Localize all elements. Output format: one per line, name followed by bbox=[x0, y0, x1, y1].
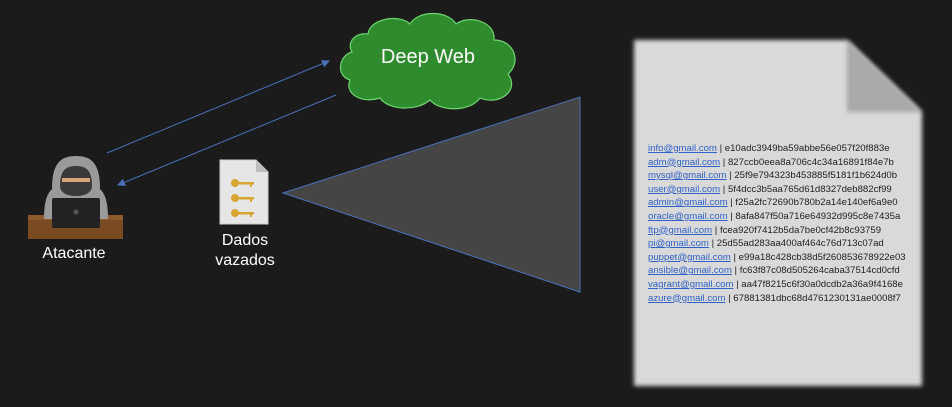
leaked-credentials-list: info@gmail.com | e10adc3949ba59abbe56e05… bbox=[648, 142, 906, 305]
credential-row: info@gmail.com | e10adc3949ba59abbe56e05… bbox=[648, 142, 906, 156]
credential-email-link[interactable]: user@gmail.com bbox=[648, 183, 721, 195]
credential-row: adm@gmail.com | 827ccb0eea8a706c4c34a168… bbox=[648, 156, 906, 170]
credential-row: ansible@gmail.com | fc63f87c08d505264cab… bbox=[648, 264, 906, 278]
credential-email-link[interactable]: mysql@gmail.com bbox=[648, 170, 727, 182]
leaked-data-page bbox=[634, 40, 922, 386]
credential-email-link[interactable]: admin@gmail.com bbox=[648, 197, 728, 209]
credential-hash: e99a18c428cb38d5f260853678922e03 bbox=[738, 251, 906, 263]
credential-email-link[interactable]: azure@gmail.com bbox=[648, 292, 726, 304]
credential-email-link[interactable]: info@gmail.com bbox=[648, 143, 717, 154]
credential-hash: 25d55ad283aa400af464c76d713c07ad bbox=[716, 238, 884, 250]
separator: | bbox=[708, 238, 717, 250]
separator: | bbox=[720, 156, 728, 168]
credential-hash: fc63f87c08d505264caba37514cd0cfd bbox=[739, 265, 900, 277]
credential-row: mysql@gmail.com | 25f9e794323b453885f518… bbox=[648, 169, 906, 183]
credential-hash: 25f9e794323b453885f5181f1b624d0b bbox=[734, 170, 898, 182]
credential-hash: 8afa847f50a716e64932d995c8e7435a bbox=[735, 210, 901, 222]
credential-row: pi@gmail.com | 25d55ad283aa400af464c76d7… bbox=[648, 237, 906, 251]
separator: | bbox=[725, 292, 734, 304]
separator: | bbox=[731, 265, 740, 277]
credential-hash: f25a2fc72690b780b2a14e140ef6a9e0 bbox=[735, 197, 898, 209]
credential-hash: fcea920f7412b5da7be0cf42b8c93759 bbox=[719, 224, 882, 236]
deep-web-cloud bbox=[339, 12, 516, 110]
credential-row: azure@gmail.com | 67881381dbc68d47612301… bbox=[648, 292, 906, 306]
leak-cone bbox=[281, 96, 581, 293]
credential-email-link[interactable]: puppet@gmail.com bbox=[648, 251, 731, 263]
credential-email-link[interactable]: adm@gmail.com bbox=[648, 156, 721, 168]
credential-email-link[interactable]: vagrant@gmail.com bbox=[648, 278, 734, 290]
credential-email-link[interactable]: oracle@gmail.com bbox=[648, 210, 728, 222]
attacker-label: Atacante bbox=[42, 245, 106, 262]
separator: | bbox=[727, 210, 736, 222]
credential-email-link[interactable]: pi@gmail.com bbox=[648, 238, 709, 250]
separator: | bbox=[726, 170, 735, 182]
deep-web-label: Deep Web bbox=[380, 46, 476, 68]
leaked-data-label: Dados vazados bbox=[215, 232, 275, 269]
separator: | bbox=[720, 183, 728, 195]
credential-email-link[interactable]: ansible@gmail.com bbox=[648, 265, 732, 277]
credential-row: puppet@gmail.com | e99a18c428cb38d5f2608… bbox=[648, 251, 906, 265]
separator: | bbox=[730, 251, 739, 263]
separator: | bbox=[727, 197, 736, 209]
credential-email-link[interactable]: ftp@gmail.com bbox=[648, 224, 713, 236]
credential-hash: 5f4dcc3b5aa765d61d8327deb882cf99 bbox=[727, 183, 892, 195]
credential-row: vagrant@gmail.com | aa47f8215c6f30a0dcdb… bbox=[648, 278, 906, 292]
credential-hash: 827ccb0eea8a706c4c34a16891f84e7b bbox=[727, 156, 894, 168]
credential-row: ftp@gmail.com | fcea920f7412b5da7be0cf42… bbox=[648, 224, 906, 238]
key-document-icon bbox=[219, 159, 269, 225]
separator: | bbox=[716, 143, 725, 154]
hooded-hacker-icon bbox=[28, 156, 123, 239]
credential-hash: aa47f8215c6f30a0dcdb2a36a9f4168e bbox=[741, 278, 903, 290]
credential-hash: 67881381dbc68d4761230131ae0008f7 bbox=[733, 292, 901, 304]
upload-arrow bbox=[106, 59, 330, 154]
download-arrow bbox=[117, 94, 337, 187]
separator: | bbox=[733, 278, 742, 290]
separator: | bbox=[712, 224, 720, 236]
credential-row: oracle@gmail.com | 8afa847f50a716e64932d… bbox=[648, 210, 906, 224]
credential-row: user@gmail.com | 5f4dcc3b5aa765d61d8327d… bbox=[648, 183, 906, 197]
credential-hash: e10adc3949ba59abbe56e057f20f883e bbox=[724, 143, 890, 154]
credential-row: admin@gmail.com | f25a2fc72690b780b2a14e… bbox=[648, 196, 906, 210]
